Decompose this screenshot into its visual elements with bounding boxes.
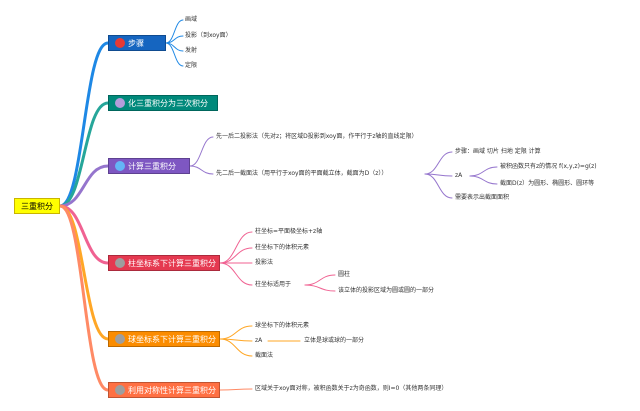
root-node[interactable]: 三重积分 bbox=[14, 198, 60, 214]
connector-cyl-3 bbox=[219, 262, 253, 286]
connector-section-0 bbox=[424, 151, 453, 175]
leaf-sph-za: zA bbox=[255, 337, 263, 344]
branch-spherical-label: 球坐标系下计算三重积分 bbox=[128, 335, 216, 344]
branch-triple-to-iterated-label: 化三重积分为三次积分 bbox=[128, 99, 208, 108]
step-icon bbox=[115, 98, 125, 108]
leaf-cyl-2: 柱坐标下的体积元素 bbox=[255, 244, 310, 251]
leaf-section-za: zA bbox=[455, 172, 463, 179]
connector-root-0 bbox=[58, 41, 110, 208]
branch-triple-to-iterated[interactable]: 化三重积分为三次积分 bbox=[108, 95, 218, 111]
leaf-section-method: 先二后一截面法（用平行于xoy面的平面截立体，截面为D（z）） bbox=[216, 170, 388, 177]
leaf-cyl-region: 该立体的投影区域为圆或圆的一部分 bbox=[338, 287, 435, 294]
connector-compute-1 bbox=[189, 165, 214, 175]
leaf-cyl-cylinder: 圆柱 bbox=[338, 271, 351, 278]
root-label: 三重积分 bbox=[21, 202, 53, 211]
leaf-sph-1: 球坐标下的体积元素 bbox=[255, 322, 310, 329]
connector-sym bbox=[219, 388, 253, 391]
step-icon bbox=[115, 385, 125, 395]
branch-symmetry[interactable]: 利用对称性计算三重积分 bbox=[108, 382, 220, 398]
step-icon bbox=[115, 334, 125, 344]
connector-step-3 bbox=[165, 42, 184, 67]
branch-symmetry-label: 利用对称性计算三重积分 bbox=[128, 386, 216, 395]
leaf-step-4: 定限 bbox=[185, 62, 198, 69]
branch-steps-label: 步骤 bbox=[128, 39, 144, 48]
branch-cylindrical-label: 柱坐标系下计算三重积分 bbox=[128, 259, 216, 268]
connector-za-1 bbox=[469, 175, 498, 185]
leaf-section-shape: 截面D(z）为圆形、椭圆形、圆环等 bbox=[500, 180, 595, 187]
connector-cyl-1 bbox=[219, 247, 253, 264]
step-icon bbox=[115, 258, 125, 268]
connector-compute-0 bbox=[189, 136, 214, 167]
branch-compute-label: 计算三重积分 bbox=[128, 162, 176, 171]
leaf-section-integrand: 被积函数只有z的情况 f(x,y,z)=g(z) bbox=[500, 163, 597, 170]
leaf-sph-ball: 立体是球或球的一部分 bbox=[304, 337, 365, 344]
leaf-projection-method: 先一后二投影法（先对z；将区域D投影到xoy面，作平行于z轴的直线定限） bbox=[216, 133, 418, 140]
leaf-cyl-3: 投影法 bbox=[255, 259, 274, 266]
leaf-cyl-4: 柱坐标适用于 bbox=[255, 281, 292, 288]
leaf-section-steps: 步骤：画域 切片 扫地 定限 计算 bbox=[455, 148, 541, 155]
connector-root-1 bbox=[58, 101, 110, 208]
leaf-sph-3: 截面法 bbox=[255, 352, 274, 359]
connector-section-2 bbox=[424, 173, 453, 199]
step-icon bbox=[115, 38, 125, 48]
branch-steps[interactable]: 步骤 bbox=[108, 35, 166, 51]
connector-sph-0 bbox=[219, 325, 253, 340]
leaf-section-area: 需要表示出截面面积 bbox=[455, 194, 510, 201]
connector-cyl-0 bbox=[219, 231, 253, 264]
leaf-symmetry: 区域关于xoy面对称，被积函数关于z为奇函数，则I=0（其他两条同理） bbox=[255, 385, 448, 392]
branch-spherical[interactable]: 球坐标系下计算三重积分 bbox=[108, 331, 220, 347]
connector-root-2 bbox=[58, 164, 110, 208]
branch-compute[interactable]: 计算三重积分 bbox=[108, 158, 190, 174]
connector-root-4 bbox=[58, 204, 110, 341]
connector-za-0 bbox=[469, 166, 498, 177]
connector-cyl-sub-1 bbox=[304, 284, 336, 292]
branch-cylindrical[interactable]: 柱坐标系下计算三重积分 bbox=[108, 255, 220, 271]
leaf-step-2: 投影（到xoy面） bbox=[185, 32, 232, 39]
connector-sph-2 bbox=[219, 338, 253, 357]
connector-cyl-sub-0 bbox=[304, 274, 336, 286]
leaf-step-1: 画域 bbox=[185, 16, 198, 23]
leaf-step-3: 发射 bbox=[185, 47, 198, 54]
step-icon bbox=[115, 161, 125, 171]
connector-root-5 bbox=[58, 204, 110, 392]
leaf-cyl-1: 柱坐标=平面极坐标+z轴 bbox=[255, 228, 323, 235]
